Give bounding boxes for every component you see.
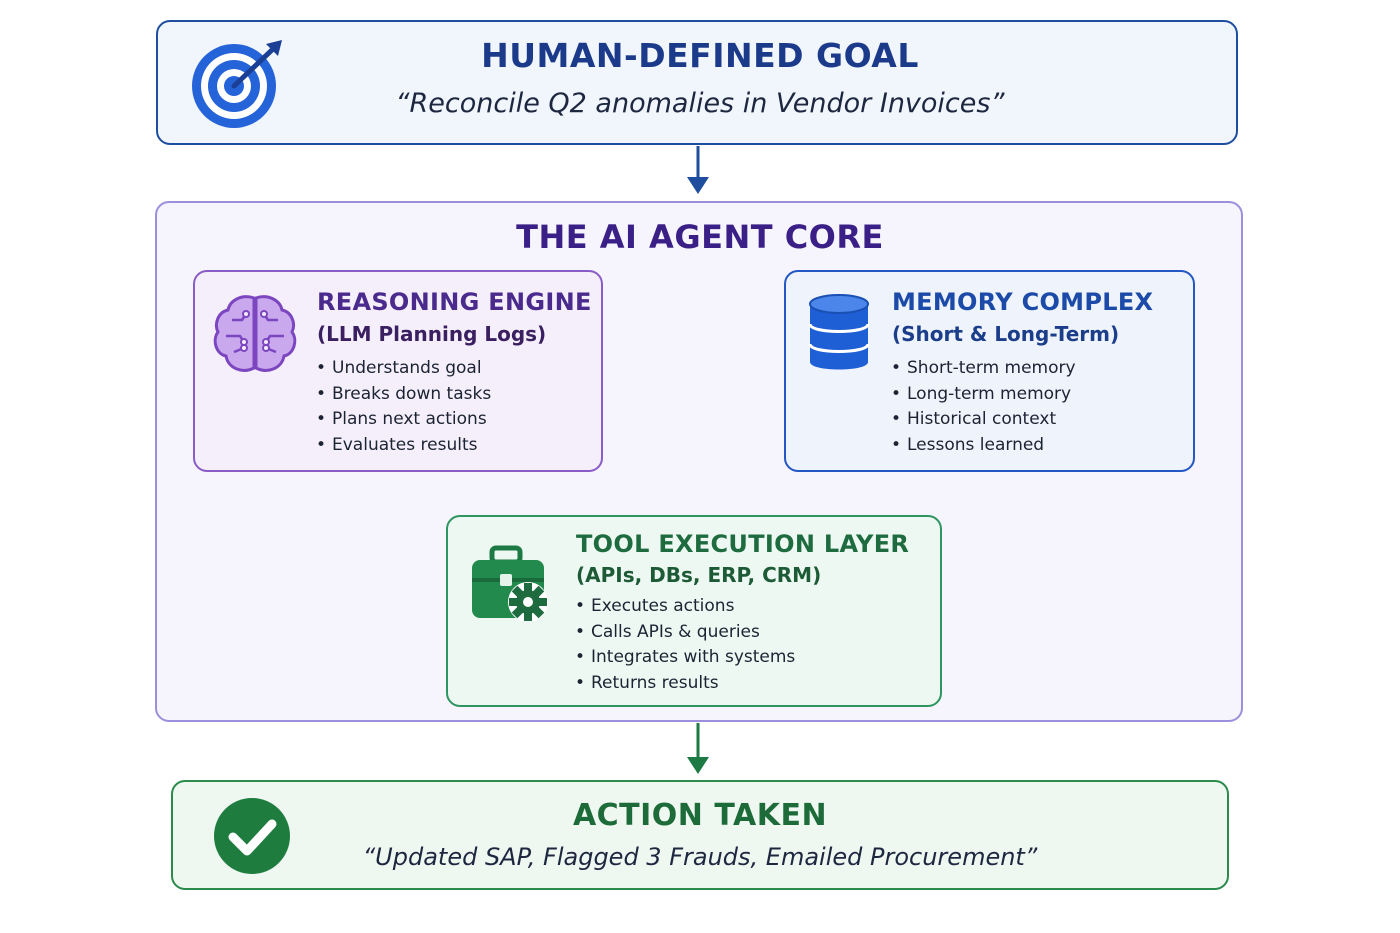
reasoning-engine-subtitle: (LLM Planning Logs) — [317, 322, 547, 346]
goal-title: HUMAN-DEFINED GOAL — [481, 36, 919, 75]
list-item: Long-term memory — [891, 382, 1076, 408]
list-item: Short-term memory — [891, 356, 1076, 382]
tool-execution-title: TOOL EXECUTION LAYER — [576, 530, 910, 558]
agent-core-title: THE AI AGENT CORE — [516, 218, 884, 256]
action-taken-title: ACTION TAKEN — [572, 798, 828, 833]
memory-complex-bullets: Short-term memory Long-term memory Histo… — [891, 356, 1076, 458]
checkmark-icon — [214, 798, 290, 874]
list-item: Evaluates results — [316, 433, 491, 459]
arrow-core-to-action — [687, 723, 709, 774]
list-item: Integrates with systems — [575, 645, 795, 671]
list-item: Lessons learned — [891, 433, 1076, 459]
list-item: Historical context — [891, 407, 1076, 433]
reasoning-engine-bullets: Understands goal Breaks down tasks Plans… — [316, 356, 491, 458]
memory-complex-title: MEMORY COMPLEX — [892, 288, 1154, 316]
action-taken-quote: “Updated SAP, Flagged 3 Frauds, Emailed … — [362, 843, 1038, 871]
action-taken-box — [171, 780, 1229, 890]
memory-complex-subtitle: (Short & Long-Term) — [892, 322, 1120, 346]
database-icon — [808, 294, 870, 370]
tool-execution-bullets: Executes actions Calls APIs & queries In… — [575, 594, 795, 696]
tool-execution-subtitle: (APIs, DBs, ERP, CRM) — [576, 563, 822, 587]
toolbox-gear-icon — [472, 545, 548, 622]
reasoning-engine-title: REASONING ENGINE — [317, 288, 592, 316]
list-item: Returns results — [575, 671, 795, 697]
goal-box — [156, 20, 1238, 145]
arrow-goal-to-core — [687, 146, 709, 194]
list-item: Executes actions — [575, 594, 795, 620]
target-icon — [192, 40, 282, 128]
list-item: Understands goal — [316, 356, 491, 382]
brain-icon — [213, 295, 297, 372]
list-item: Calls APIs & queries — [575, 620, 795, 646]
list-item: Plans next actions — [316, 407, 491, 433]
goal-quote: “Reconcile Q2 anomalies in Vendor Invoic… — [395, 88, 1005, 119]
list-item: Breaks down tasks — [316, 382, 491, 408]
